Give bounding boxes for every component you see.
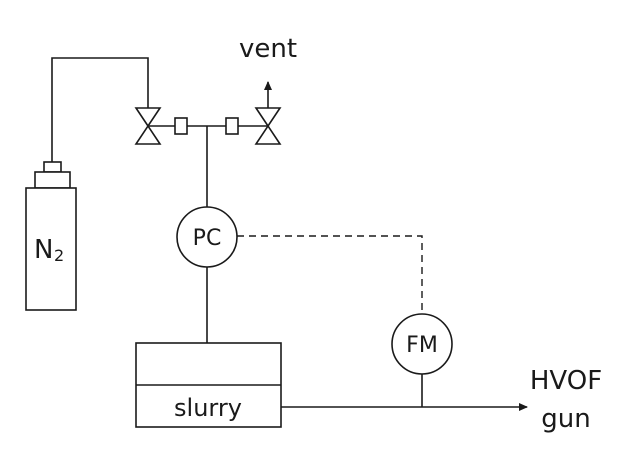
cylinder-valve-top	[43, 161, 62, 173]
inlet-valve-lower	[134, 124, 162, 145]
supply-pipe	[51, 57, 149, 162]
cylinder-neck	[34, 171, 71, 189]
vent-valve	[254, 107, 282, 145]
slurry-label: slurry	[174, 394, 242, 422]
gas-label: N	[34, 235, 53, 265]
inlet-valve-upper	[134, 107, 162, 128]
flow-meter: FM	[391, 313, 453, 375]
vent-label: vent	[239, 34, 297, 64]
vent-valve-upper	[254, 107, 282, 128]
pressure-controller: PC	[176, 206, 238, 268]
signal-line	[237, 235, 423, 314]
nitrogen-cylinder: N 2	[25, 161, 77, 311]
slurry-vessel: slurry	[135, 342, 282, 428]
gun-label: gun	[541, 404, 590, 434]
fitting-left	[174, 117, 188, 135]
pc-label: PC	[193, 226, 222, 251]
fitting-right	[225, 117, 239, 135]
hvof-label: HVOF	[530, 366, 602, 396]
gas-subscript: 2	[54, 246, 64, 265]
fm-label: FM	[406, 333, 438, 358]
inlet-valve	[134, 107, 162, 145]
vent-valve-lower	[254, 124, 282, 145]
cylinder-body	[25, 187, 77, 311]
